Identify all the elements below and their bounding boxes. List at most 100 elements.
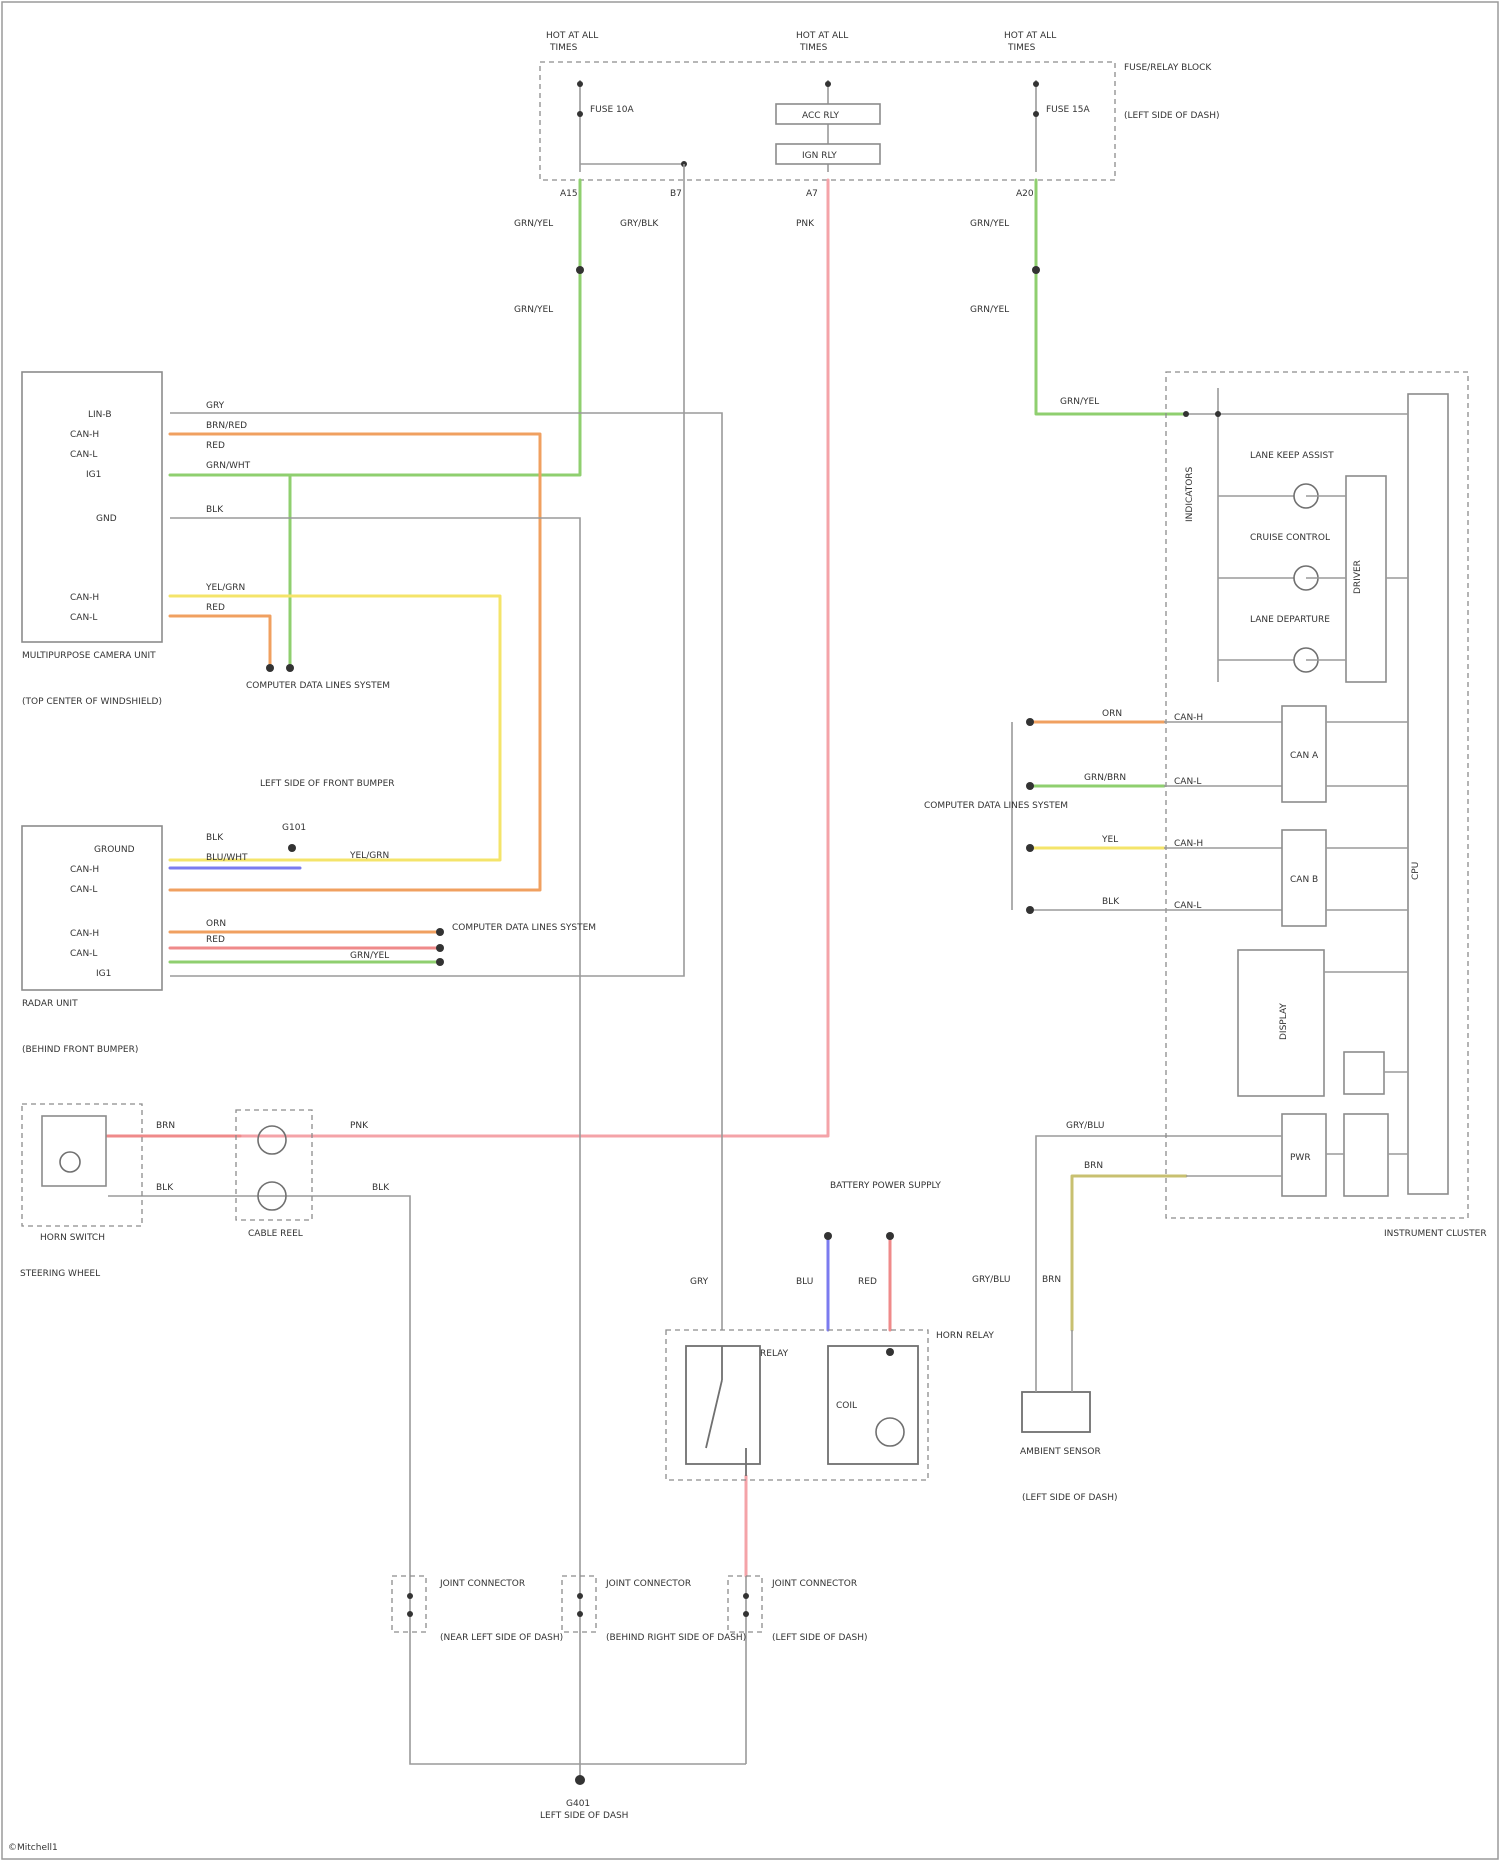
- cable-reel-name: CABLE REEL: [248, 1229, 303, 1239]
- relay-switch-box: [686, 1346, 760, 1464]
- cam-pin-9: CAN-L: [70, 613, 97, 623]
- wire-yel-can: [170, 596, 500, 860]
- wire-blk-horn: [108, 1196, 746, 1764]
- joint-3-name: JOINT CONNECTOR: [771, 1579, 857, 1589]
- horn-switch-group: HORN SWITCH STEERING WHEEL CABLE REEL BR…: [20, 1104, 390, 1279]
- fuse2-label-2: TIMES: [799, 43, 828, 53]
- ind-ldw-label: LANE DEPARTURE: [1250, 615, 1330, 625]
- lcd-label: DISPLAY: [1279, 1003, 1289, 1040]
- wire-grn-cluster: [1036, 180, 1186, 414]
- radar-pin-6: IG1: [96, 969, 111, 979]
- wire-gry-lin: [170, 413, 722, 1330]
- driver-label: DRIVER: [1353, 560, 1363, 594]
- fuse3-label-2: TIMES: [1007, 43, 1036, 53]
- radar-unit: LEFT SIDE OF FRONT BUMPER G101 GROUND CA…: [22, 779, 596, 1055]
- radar-unit-name: RADAR UNIT: [22, 999, 78, 1009]
- horn-switch-name: HORN SWITCH: [40, 1233, 105, 1243]
- joint-2-outline: [562, 1576, 596, 1632]
- relay-wire-blu: BLU: [796, 1277, 813, 1287]
- joint-3-sub: (LEFT SIDE OF DASH): [772, 1633, 867, 1643]
- cl-wire-4: BLK: [1102, 897, 1120, 907]
- fuse-block-subtitle: (LEFT SIDE OF DASH): [1124, 111, 1219, 121]
- cam-pin-1: LIN-B: [88, 410, 112, 420]
- ground-name: G401: [566, 1799, 590, 1809]
- radar-wire-1: BLK: [206, 833, 224, 843]
- wire-blk-gnd: [170, 518, 580, 1780]
- radar-unit-location: (BEHIND FRONT BUMPER): [22, 1045, 138, 1055]
- footer-credit: ©Mitchell1: [8, 1843, 58, 1853]
- cam-wire-4: GRN/WHT: [206, 461, 251, 471]
- cam-pin-2: CAN-H: [70, 430, 99, 440]
- wire-labels: GRN/YEL GRN/YEL GRY/BLK PNK GRN/YEL GRN/…: [514, 219, 1099, 407]
- cam-wire-2: BRN/RED: [206, 421, 247, 431]
- radar-pin-2: CAN-H: [70, 865, 99, 875]
- wl-grn-yel-3: GRN/YEL: [970, 219, 1009, 229]
- cpu-label: CPU: [1411, 862, 1421, 880]
- radar-wire-2: BLU/WHT: [206, 853, 248, 863]
- radar-pin-1: GROUND: [94, 845, 135, 855]
- left-fuse-label: FUSE 10A: [590, 105, 634, 115]
- cable-reel-coil-a: [258, 1126, 286, 1154]
- wire-org-can-h: [170, 434, 540, 890]
- ind-lka-label: LANE KEEP ASSIST: [1250, 451, 1334, 461]
- camera-unit: LIN-B CAN-H CAN-L IG1 GND CAN-H CAN-L GR…: [22, 372, 390, 707]
- cl-wire-1: ORN: [1102, 709, 1122, 719]
- relay-coil-icon: [876, 1418, 904, 1446]
- wire-olive-sensor: [1072, 1176, 1186, 1330]
- cluster-box-b: [1344, 1114, 1388, 1196]
- cl-wire-2: GRN/BRN: [1084, 773, 1126, 783]
- cl-bottom-wire-2: BRN: [1084, 1161, 1103, 1171]
- horn-wire-a: BRN: [156, 1121, 175, 1131]
- radar-wire-5: RED: [206, 935, 225, 945]
- cl-wire-3: YEL: [1101, 835, 1118, 845]
- g101-label: G101: [282, 823, 306, 833]
- horn-wire-d: BLK: [372, 1183, 390, 1193]
- relay-label: RELAY: [760, 1349, 789, 1359]
- sensor-name: AMBIENT SENSOR: [1020, 1447, 1101, 1457]
- cam-can-system: COMPUTER DATA LINES SYSTEM: [246, 681, 390, 691]
- ambient-sensor: GRY/BLU BRN AMBIENT SENSOR (LEFT SIDE OF…: [972, 1275, 1117, 1503]
- cam-wire-1: GRY: [206, 401, 225, 411]
- indicator-group-label: INDICATORS: [1185, 466, 1195, 522]
- radar-pin-5: CAN-L: [70, 949, 97, 959]
- radar-wire-3: YEL/GRN: [349, 851, 389, 861]
- instrument-cluster: LANE KEEP ASSIST CRUISE CONTROL LANE DEP…: [924, 372, 1487, 1239]
- cam-pin-4: IG1: [86, 470, 101, 480]
- relay-wire-red: RED: [858, 1277, 877, 1287]
- fuse1-label-2: TIMES: [549, 43, 578, 53]
- joint-1-name: JOINT CONNECTOR: [439, 1579, 525, 1589]
- driver-box: [1346, 476, 1386, 682]
- fuse3-label-1: HOT AT ALL: [1004, 31, 1056, 41]
- cluster-bus: [1408, 394, 1448, 1194]
- ind-cruise-label: CRUISE CONTROL: [1250, 533, 1330, 543]
- camera-unit-location: (TOP CENTER OF WINDSHIELD): [22, 697, 162, 707]
- radar-pin-4: CAN-H: [70, 929, 99, 939]
- acc-relay-label: ACC RLY: [802, 111, 840, 121]
- lcd-driver-box: [1344, 1052, 1384, 1094]
- radar-pin-3: CAN-L: [70, 885, 97, 895]
- sensor-body: [1022, 1392, 1090, 1432]
- pin-b7: B7: [670, 189, 682, 199]
- steering-wheel-name: STEERING WHEEL: [20, 1269, 100, 1279]
- pin-a7: A7: [806, 189, 818, 199]
- joint-2-sub: (BEHIND RIGHT SIDE OF DASH): [606, 1633, 746, 1643]
- fuse-relay-block: HOT AT ALL TIMES HOT AT ALL TIMES HOT AT…: [540, 31, 1219, 199]
- ign-relay-label: IGN RLY: [802, 151, 837, 161]
- relay-supply-label: BATTERY POWER SUPPLY: [830, 1181, 941, 1191]
- cam-pin-3: CAN-L: [70, 450, 97, 460]
- radar-can-system: COMPUTER DATA LINES SYSTEM: [452, 923, 596, 933]
- cam-wire-5: BLK: [206, 505, 224, 515]
- joint-3-outline: [728, 1576, 762, 1632]
- cam-wire-3: RED: [206, 441, 225, 451]
- horn-wire-b: BLK: [156, 1183, 174, 1193]
- horn-wire-c: PNK: [350, 1121, 369, 1131]
- sensor-location: (LEFT SIDE OF DASH): [1022, 1493, 1117, 1503]
- fuse1-label-1: HOT AT ALL: [546, 31, 598, 41]
- radar-wire-6: GRN/YEL: [350, 951, 389, 961]
- can-a-label: CAN A: [1290, 751, 1319, 761]
- joint-2-name: JOINT CONNECTOR: [605, 1579, 691, 1589]
- fuse-block-title: FUSE/RELAY BLOCK: [1124, 63, 1212, 73]
- ground-point: G401 LEFT SIDE OF DASH: [540, 1799, 628, 1821]
- pwr-label: PWR: [1290, 1153, 1311, 1163]
- wl-pnk: PNK: [796, 219, 815, 229]
